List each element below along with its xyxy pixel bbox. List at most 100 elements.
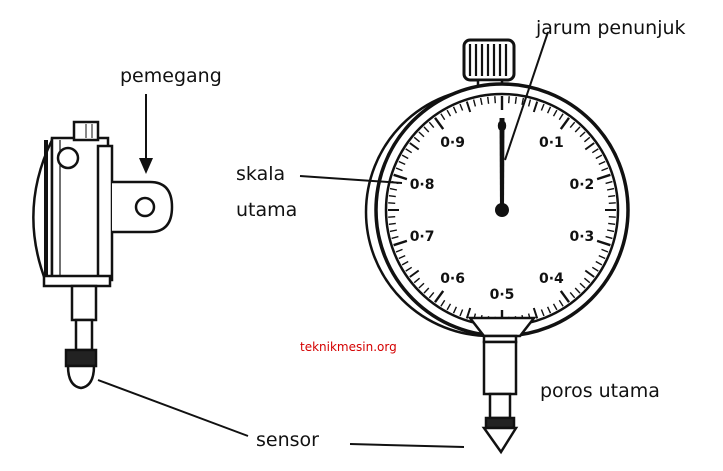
leader-lines bbox=[97, 31, 549, 448]
scale-tick bbox=[540, 309, 545, 317]
scale-tick bbox=[452, 106, 458, 114]
scale-tick bbox=[479, 97, 483, 106]
side-contact-collar bbox=[64, 348, 98, 368]
scale-tick bbox=[608, 216, 616, 218]
scale-tick bbox=[487, 96, 490, 104]
scale-tick bbox=[508, 96, 510, 104]
scale-tick bbox=[598, 254, 606, 260]
scale-tick bbox=[423, 126, 430, 133]
scale-tick bbox=[465, 307, 472, 319]
scale-tick bbox=[440, 113, 446, 121]
scale-tick bbox=[434, 117, 445, 130]
scale-tick bbox=[569, 121, 576, 129]
scale-tick bbox=[440, 299, 446, 307]
scale-tick bbox=[608, 195, 616, 198]
scale-number: 0·8 bbox=[410, 177, 435, 193]
scale-tick bbox=[401, 154, 409, 160]
scale-tick bbox=[601, 167, 609, 172]
scale-tick bbox=[606, 187, 615, 191]
scale-tick bbox=[583, 136, 591, 143]
scale-tick bbox=[608, 222, 616, 225]
scale-number: 0·4 bbox=[539, 271, 564, 287]
scale-tick bbox=[596, 173, 611, 181]
sensor-leader-right bbox=[349, 443, 465, 448]
scale-tick bbox=[546, 306, 552, 314]
scale-number: 0·6 bbox=[440, 271, 465, 287]
main-spindle bbox=[467, 316, 537, 455]
holder-arrow-head bbox=[139, 158, 153, 174]
scale-tick bbox=[559, 117, 570, 130]
scale-tick bbox=[591, 266, 599, 272]
scale-tick bbox=[596, 239, 611, 247]
scale-tick bbox=[574, 287, 581, 294]
scale-tick bbox=[546, 106, 552, 114]
scale-tick bbox=[472, 99, 477, 107]
scale-tick bbox=[418, 282, 425, 289]
label-scale-line2: utama bbox=[236, 199, 297, 221]
scale-tick bbox=[579, 131, 586, 138]
scale-tick bbox=[395, 248, 403, 253]
scale-leader bbox=[299, 175, 403, 184]
side-view bbox=[32, 120, 174, 390]
side-bezel bbox=[32, 139, 54, 283]
scale-tick bbox=[391, 235, 399, 240]
scale-tick bbox=[446, 109, 452, 117]
label-pointer: jarum penunjuk bbox=[535, 17, 686, 39]
scale-tick bbox=[393, 173, 408, 181]
scale-tick bbox=[569, 291, 576, 299]
scale-tick bbox=[558, 113, 564, 121]
pointer-leader bbox=[504, 31, 549, 161]
scale-tick bbox=[418, 131, 425, 138]
scale-tick bbox=[583, 277, 591, 284]
scale-tick bbox=[388, 202, 396, 204]
scale-tick bbox=[389, 187, 398, 191]
scale-tick bbox=[605, 235, 613, 240]
side-contact-point bbox=[66, 364, 96, 390]
scale-tick bbox=[591, 148, 599, 154]
scale-number: 0·2 bbox=[569, 177, 594, 193]
scale-tick bbox=[494, 96, 496, 104]
scale-tick bbox=[532, 307, 539, 319]
scale-tick bbox=[395, 167, 403, 172]
scale-tick bbox=[465, 101, 472, 113]
scale-tick bbox=[527, 99, 532, 107]
scale-tick bbox=[398, 160, 406, 166]
scale-tick bbox=[606, 229, 615, 233]
scale-tick bbox=[608, 202, 616, 204]
scale-tick bbox=[521, 97, 525, 106]
scale-tick bbox=[574, 126, 581, 133]
scale-tick bbox=[595, 154, 603, 160]
scale-tick bbox=[601, 248, 609, 253]
scale-tick bbox=[605, 180, 613, 185]
label-scale-line1: skala bbox=[236, 163, 285, 185]
scale-number: 0·3 bbox=[569, 229, 594, 245]
watermark: teknikmesin.org bbox=[300, 340, 397, 354]
scale-tick bbox=[559, 290, 570, 303]
scale-tick bbox=[409, 269, 420, 278]
pointer-needle bbox=[495, 118, 509, 217]
front-view: 00·10·20·30·40·50·60·70·80·9 bbox=[364, 38, 630, 455]
scale-tick bbox=[446, 303, 452, 311]
scale-tick bbox=[584, 269, 595, 278]
scale-tick bbox=[405, 266, 413, 272]
probe-collar bbox=[484, 416, 516, 430]
scale-tick bbox=[428, 291, 435, 299]
scale-tick bbox=[398, 254, 406, 260]
scale-tick bbox=[459, 103, 464, 111]
scale-tick bbox=[388, 216, 396, 218]
scale-tick bbox=[532, 101, 539, 113]
scale-tick bbox=[413, 277, 421, 284]
scale-tick bbox=[401, 260, 409, 266]
label-sensor: sensor bbox=[256, 429, 319, 451]
label-spindle: poros utama bbox=[540, 380, 660, 402]
scale-tick bbox=[579, 282, 586, 289]
side-spindle bbox=[74, 318, 94, 352]
scale-tick bbox=[428, 121, 435, 129]
scale-tick bbox=[409, 142, 420, 151]
scale-number: 0·7 bbox=[410, 229, 435, 245]
side-body-base bbox=[42, 274, 112, 288]
main-scale-ticks bbox=[388, 96, 616, 324]
scale-tick bbox=[452, 306, 458, 314]
